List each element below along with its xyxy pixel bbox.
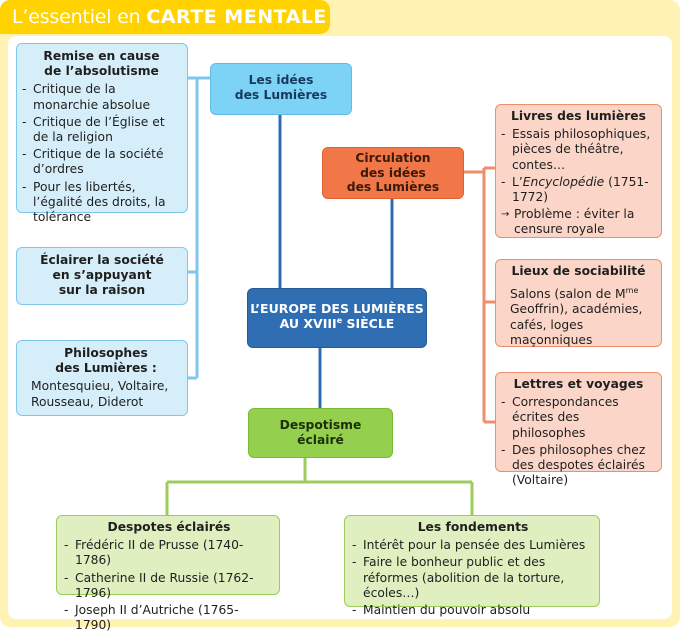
page-title: L’essentiel en CARTE MENTALE [12, 6, 327, 28]
list-item: Maintien du pouvoir absolu [352, 603, 594, 618]
list-item: Catherine II de Russie (1762-1796) [64, 571, 274, 601]
box-list: Essais philosophiques, pièces de théâtre… [501, 127, 656, 237]
box-livres: Livres des lumières Essais philosophique… [495, 104, 662, 238]
box-heading: Livres des lumières [511, 109, 646, 123]
box-heading: Philosophes des Lumières : [55, 346, 157, 376]
box-list: Correspondances écrites des philosophes … [501, 395, 656, 488]
box-text: Montesquieu, Voltaire, Rousseau, Diderot [31, 379, 169, 409]
box-despotes: Despotes éclairés Frédéric II de Prusse … [56, 515, 280, 632]
header-circulation: Circulation des idées des Lumières [322, 147, 464, 199]
box-heading: Éclairer la société en s’appuyant sur la… [40, 253, 164, 298]
box-eclairer-societe: Éclairer la société en s’appuyant sur la… [16, 247, 188, 305]
box-heading: Lieux de sociabilité [511, 264, 646, 278]
header-despotisme: Despotisme éclairé [248, 408, 393, 458]
box-text: Salons (salon de Mme Geoffrin), académie… [510, 286, 643, 347]
box-heading: Lettres et voyages [513, 377, 644, 391]
header-idees-lumieres: Les idées des Lumières [210, 63, 352, 115]
box-list: Frédéric II de Prusse (1740-1786) Cather… [64, 538, 274, 633]
list-item: Frédéric II de Prusse (1740-1786) [64, 538, 274, 568]
list-item: Problème : éviter la censure royale [501, 207, 656, 237]
center-title-line1: L’EUROPE DES LUMIÈRES [250, 301, 424, 316]
box-lettres-voyages: Lettres et voyages Correspondances écrit… [495, 372, 662, 487]
box-heading: Despotes éclairés [107, 520, 231, 534]
list-item: Joseph II d’Autriche (1765-1790) [64, 603, 274, 633]
list-item: Critique de la monarchie absolue [22, 82, 181, 112]
center-title-line2: AU XVIIIe SIÈCLE [279, 316, 395, 332]
box-philosophes: Philosophes des Lumières : Montesquieu, … [16, 340, 188, 416]
list-item: Essais philosophiques, pièces de théâtre… [501, 127, 656, 173]
box-heading: Remise en cause de l’absolutisme [43, 49, 160, 79]
list-item: Faire le bonheur public et des réformes … [352, 555, 594, 601]
list-item: Intérêt pour la pensée des Lumières [352, 538, 594, 553]
box-remise-en-cause: Remise en cause de l’absolutisme Critiqu… [16, 43, 188, 224]
box-sociabilite: Lieux de sociabilité Salons (salon de Mm… [495, 259, 662, 347]
box-fondements: Les fondements Intérêt pour la pensée de… [344, 515, 600, 618]
box-heading: Les fondements [417, 520, 529, 534]
center-europe-lumieres: L’EUROPE DES LUMIÈRES AU XVIIIe SIÈCLE [247, 288, 427, 348]
list-item: Correspondances écrites des philosophes [501, 395, 656, 441]
title-tab: L’essentiel en CARTE MENTALE [0, 0, 330, 34]
box-list: Critique de la monarchie absolue Critiqu… [22, 82, 181, 225]
box-list: Intérêt pour la pensée des Lumières Fair… [352, 538, 594, 618]
list-item: Des philosophes chez des despotes éclair… [501, 443, 656, 489]
list-item: Critique de l’Église et de la religion [22, 115, 181, 145]
list-item: Critique de la société d’ordres [22, 147, 181, 177]
list-item: L’Encyclopédie (1751-1772) [501, 175, 656, 205]
list-item: Pour les libertés, l’égalité des droits,… [22, 180, 181, 226]
